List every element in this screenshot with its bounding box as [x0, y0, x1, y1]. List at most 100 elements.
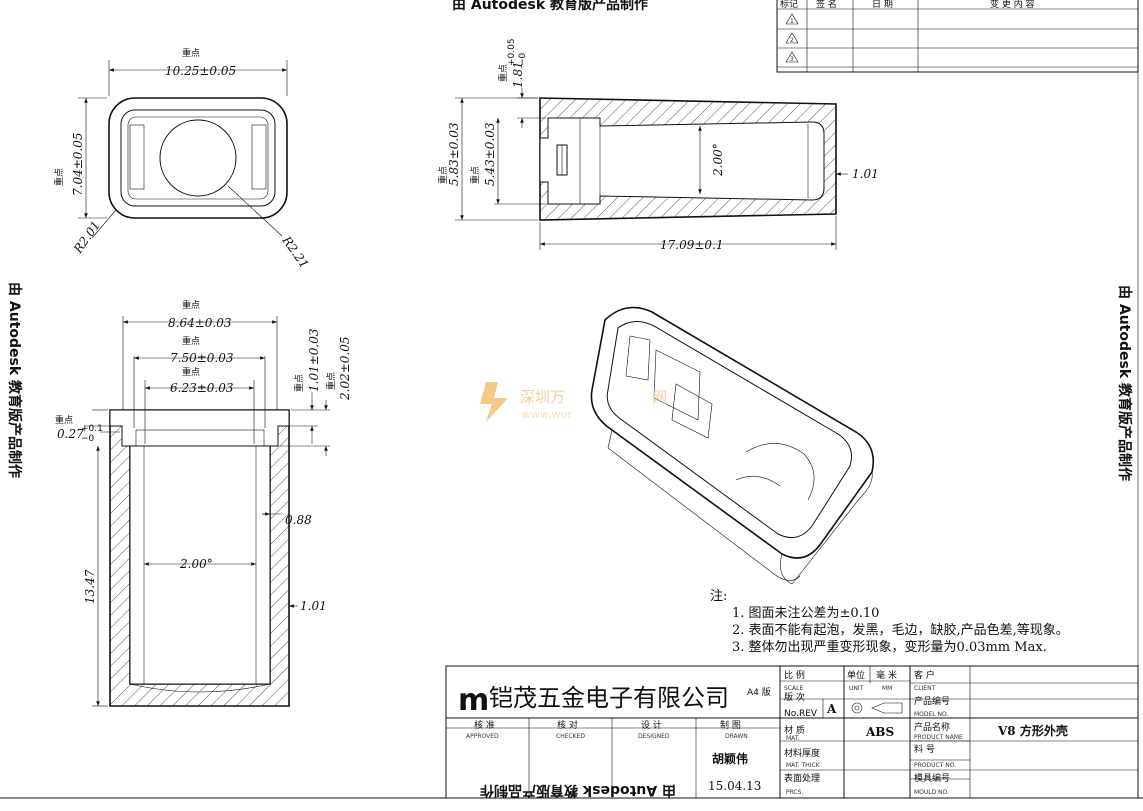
side-inner-key: 重点	[469, 166, 481, 184]
svg-text:3: 3	[790, 56, 794, 63]
approved-cn: 核 准	[474, 719, 495, 731]
side-wall-dim: 1.01	[852, 167, 879, 181]
scale-cn: 比 例	[784, 669, 805, 681]
site-watermark-url: www.wor	[522, 408, 572, 421]
rev-header-content: 变 更 内 容	[990, 0, 1035, 10]
section-step-key: 重点	[293, 374, 305, 392]
client-en: CLIENT	[914, 685, 936, 692]
site-logo-icon	[480, 382, 508, 422]
rev-header-date: 日 期	[872, 0, 893, 10]
client-cn: 客 户	[914, 669, 935, 681]
rev-cn: 版 次	[784, 691, 805, 703]
section-step-dim: 1.01±0.03	[307, 328, 321, 392]
rev-header-sign: 签 名	[816, 0, 837, 10]
drawn-en: DRAWN	[725, 733, 748, 740]
notes-title: 注:	[710, 589, 727, 604]
section-rib-dim: 0.88	[285, 513, 312, 527]
top-view: 重点 10.25±0.05 重点 7.04±0.05 R2.01 R2.21	[53, 47, 312, 271]
material-cn: 材 质	[784, 724, 805, 736]
checked-en: CHECKED	[556, 733, 585, 740]
watermark-bottom: 由 Autodesk 教育版产品制作	[480, 782, 676, 799]
side-length-dim: 17.09±0.1	[660, 238, 724, 252]
unit-value-en: MM	[882, 685, 892, 692]
rev-value: A	[826, 702, 837, 716]
svg-text:1: 1	[790, 18, 794, 25]
rev-en: No.REV	[784, 709, 818, 719]
site-watermark-suffix: 网	[652, 388, 667, 406]
side-depth-dim: 1.81	[511, 61, 525, 88]
section-height-dim: 13.47	[83, 569, 97, 604]
thickness-cn: 材料厚度	[784, 747, 820, 759]
site-watermark: 深圳万 网 www.wor	[480, 382, 667, 422]
checked-cn: 核 对	[557, 719, 578, 731]
section-lip-key: 重点	[55, 414, 73, 426]
section-lip-tol-lower: −0	[81, 434, 95, 444]
approved-en: APPROVED	[466, 733, 499, 740]
designed-en: DESIGNED	[638, 733, 670, 740]
top-height-dim: 7.04±0.05	[71, 133, 85, 197]
company-name: 铠茂五金电子有限公司	[489, 684, 729, 712]
mould-no-en: MOULD NO.	[914, 789, 949, 796]
part-no-en: PRODUCT NO.	[914, 762, 956, 769]
rev-mark-2: 2	[785, 32, 799, 44]
material-en: MAT.	[786, 735, 800, 742]
side-draft-dim: 2.00°	[711, 143, 725, 177]
note-3: 3. 整体勿出现严重变形现象，变形量为0.03mm Max.	[732, 639, 1047, 655]
watermark-left: 由 Autodesk 教育版产品制作	[6, 282, 23, 478]
top-width-key: 重点	[182, 47, 200, 59]
drawn-by: 胡颖伟	[712, 751, 748, 766]
watermark-top: 由 Autodesk 教育版产品制作	[452, 0, 648, 13]
top-height-key: 重点	[53, 168, 65, 186]
product-name-cn: 产品名称	[914, 721, 950, 733]
watermark-right: 由 Autodesk 教育版产品制作	[1116, 285, 1133, 481]
svg-text:2: 2	[790, 37, 794, 44]
product-name-value: V8 方形外壳	[997, 723, 1068, 738]
projection-circle-icon	[851, 702, 863, 714]
rev-mark-1: 1	[785, 13, 799, 25]
section-outer-key: 重点	[182, 299, 200, 311]
section-draft-dim: 2.00°	[179, 557, 213, 571]
paper-size: A4 版	[747, 686, 771, 698]
section-top-key: 重点	[325, 372, 337, 390]
model-cn: 产品编号	[914, 695, 950, 707]
top-width-dim: 10.25±0.05	[165, 64, 236, 78]
side-depth-tol-lower: −0	[518, 52, 528, 66]
title-block: m 铠茂五金电子有限公司 A4 版 比 例 SCALE 版 次 No.REV A…	[445, 665, 1139, 799]
section-inner-width: 6.23±0.03	[170, 381, 234, 395]
note-2: 2. 表面不能有起泡，发黑，毛边，缺胶,产品色差,等现象。	[732, 622, 1069, 638]
product-name-en: PRODUCT NAME	[914, 734, 963, 741]
designed-cn: 设 计	[641, 719, 662, 731]
section-view: 重点 8.64±0.03 重点 7.50±0.03 重点 6.23±0.03 重…	[55, 299, 352, 707]
mould-no-cn: 模具编号	[914, 772, 950, 784]
section-mid-key: 重点	[182, 335, 200, 347]
company-logo: m	[458, 683, 489, 718]
section-lip-dim: 0.27	[57, 427, 84, 441]
side-outer-key: 重点	[437, 166, 449, 184]
top-radius-inner: R2.21	[279, 233, 312, 271]
side-view: 重点 1.81 +0.05 −0 重点 5.83±0.03 重点 5.43±0.…	[437, 38, 879, 252]
rev-mark-3: 3	[785, 51, 799, 63]
material-value: ABS	[865, 725, 894, 739]
unit-cn: 单位	[847, 669, 865, 681]
section-inner-key: 重点	[182, 366, 200, 378]
section-top-dim: 2.02±0.05	[338, 337, 352, 402]
site-watermark-name: 深圳万	[520, 388, 565, 406]
side-depth-tol-upper: +0.05	[507, 38, 517, 66]
side-depth-key: 重点	[497, 64, 509, 82]
thickness-en: MAT. THICK	[786, 762, 821, 769]
drawn-cn: 制 图	[720, 719, 741, 731]
part-no-cn: 料 号	[914, 743, 935, 755]
rev-header-mark: 标记	[780, 0, 798, 10]
top-radius-outer: R2.01	[70, 218, 103, 256]
finish-cn: 表面处理	[784, 772, 820, 784]
section-wall-dim: 1.01	[300, 599, 327, 613]
section-lip-tol-upper: +0.1	[81, 424, 103, 434]
notes: 注: 1. 图面未注公差为±0.10 2. 表面不能有起泡，发黑，毛边，缺胶,产…	[710, 589, 1069, 655]
section-mid-width: 7.50±0.03	[170, 351, 234, 365]
revision-table: 标记 签 名 日 期 变 更 内 容 1 2 3	[776, 0, 1139, 73]
isometric-view	[590, 306, 875, 585]
scale-en: SCALE	[784, 685, 803, 692]
projection-cone-icon	[871, 702, 903, 714]
note-1: 1. 图面未注公差为±0.10	[732, 606, 879, 621]
